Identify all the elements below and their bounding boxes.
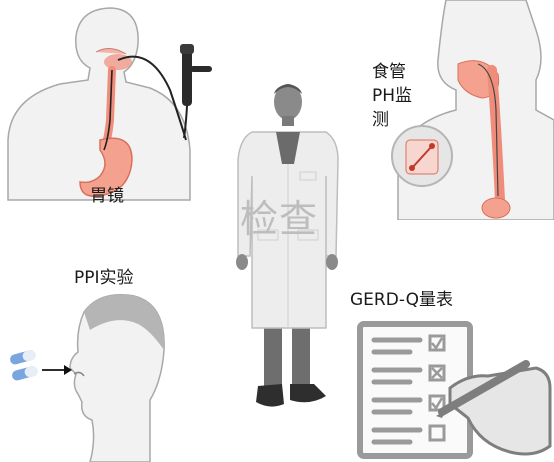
center-label: 检查: [240, 197, 319, 241]
ppi-test-illustration: [42, 294, 165, 462]
gerd-q-label: GERD-Q量表: [350, 290, 453, 310]
ph-monitor-illustration: [391, 0, 554, 220]
ppi-test-panel: [0, 290, 180, 462]
ph-monitor-label-line1: 食管: [372, 62, 406, 82]
ph-monitor-label-line2: PH监: [372, 86, 413, 106]
endoscope-device: [170, 40, 220, 140]
gerd-q-panel: [350, 318, 554, 462]
doctor-icon: [236, 84, 339, 407]
ppi-test-label: PPI实验: [74, 268, 134, 288]
pill-icon: [10, 350, 38, 381]
endoscopy-label: 胃镜: [90, 186, 124, 206]
ph-monitor-panel: [386, 0, 554, 220]
endoscopy-illustration: [7, 7, 191, 201]
questionnaire-icon: [357, 321, 552, 459]
pills: [6, 346, 46, 386]
doctor-figure: [230, 80, 340, 410]
ph-monitor-label-line3: 测: [372, 110, 389, 130]
endoscope-icon: [180, 44, 212, 139]
endoscopy-panel: [0, 0, 200, 215]
